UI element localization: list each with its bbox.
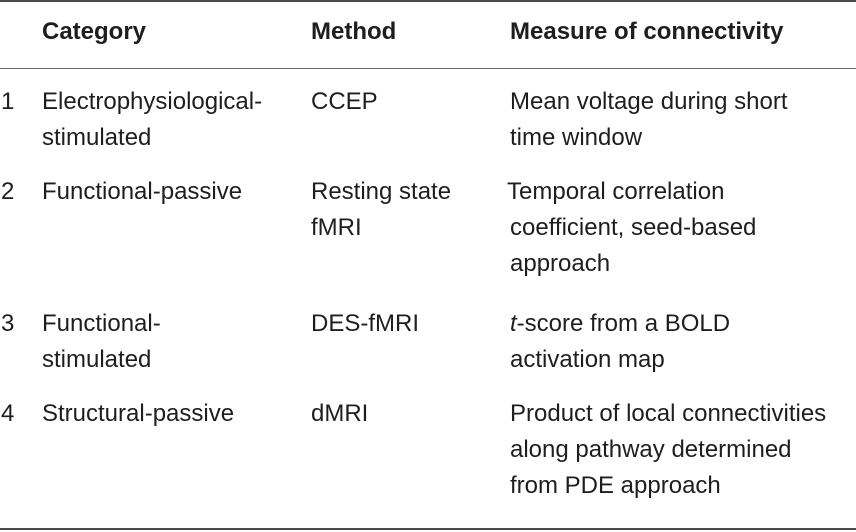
method-line: dMRI bbox=[311, 400, 369, 427]
row-category: Functional-passive bbox=[42, 174, 292, 210]
row-method: DES-fMRI bbox=[311, 306, 501, 342]
measure-line: time window bbox=[510, 124, 643, 151]
top-rule bbox=[0, 0, 856, 2]
row-index: 3 bbox=[1, 310, 15, 337]
row-index: 4 bbox=[1, 400, 15, 427]
row-measure: Product of local connectivities along pa… bbox=[510, 396, 856, 504]
method-line: CCEP bbox=[311, 88, 378, 115]
row-category: Electrophysiological- stimulated bbox=[42, 84, 292, 156]
row-method: Resting state fMRI bbox=[311, 174, 501, 246]
method-line: DES-fMRI bbox=[311, 310, 419, 337]
row-category: Functional- stimulated bbox=[42, 306, 292, 378]
row-method: CCEP bbox=[311, 84, 501, 120]
category-line: Functional-passive bbox=[42, 178, 243, 205]
category-line: Electrophysiological- bbox=[42, 88, 263, 115]
row-measure: t-score from a BOLD activation map bbox=[510, 306, 856, 378]
method-line: Resting state bbox=[311, 178, 452, 205]
row-category: Structural-passive bbox=[42, 396, 292, 432]
bottom-rule bbox=[0, 528, 856, 530]
category-line: Functional- bbox=[42, 310, 161, 337]
measure-line: Mean voltage during short bbox=[510, 88, 788, 115]
header-measure: Measure of connectivity bbox=[510, 18, 784, 45]
row-method: dMRI bbox=[311, 396, 501, 432]
measure-line: activation map bbox=[510, 346, 665, 373]
measure-italic-prefix: t bbox=[510, 310, 517, 337]
measure-line: from PDE approach bbox=[510, 472, 721, 499]
category-line: stimulated bbox=[42, 346, 152, 373]
measure-line: along pathway determined bbox=[510, 436, 792, 463]
header-method: Method bbox=[311, 18, 397, 45]
row-index: 1 bbox=[1, 88, 15, 115]
measure-line: Temporal correlation bbox=[507, 178, 725, 205]
method-line: fMRI bbox=[311, 214, 362, 241]
measure-line: Product of local connectivities bbox=[510, 400, 827, 427]
measure-line: coefficient, seed-based bbox=[510, 214, 757, 241]
measure-text: -score from a BOLD bbox=[516, 310, 731, 337]
header-category: Category bbox=[42, 18, 147, 45]
row-index: 2 bbox=[1, 178, 15, 205]
header-rule bbox=[0, 68, 856, 69]
measure-line: t-score from a BOLD bbox=[510, 306, 856, 342]
row-measure: Mean voltage during short time window bbox=[510, 84, 856, 156]
measure-line: approach bbox=[510, 250, 611, 277]
category-line: stimulated bbox=[42, 124, 152, 151]
row-measure: Temporal correlation coefficient, seed-b… bbox=[507, 174, 853, 282]
category-line: Structural-passive bbox=[42, 400, 235, 427]
